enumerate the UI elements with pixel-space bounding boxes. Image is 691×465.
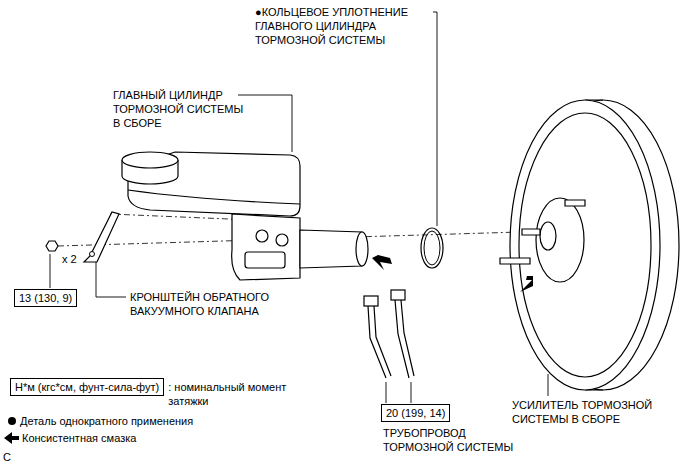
nut	[46, 241, 58, 251]
part-label: ●КОЛЬЦЕВОЕ УПЛОТНЕНИЕ ГЛАВНОГО ЦИЛИНДРА …	[255, 5, 430, 47]
torque-value: 13 (130, 9)	[19, 291, 72, 305]
boss	[245, 252, 285, 268]
reservoir-seam	[128, 190, 300, 204]
quantity-label: x 2	[62, 252, 77, 266]
o-ring	[421, 228, 443, 268]
bracket-hole	[90, 252, 95, 257]
booster-rim	[519, 113, 651, 377]
leader-line	[238, 95, 292, 152]
leader-line	[548, 374, 549, 396]
stud	[565, 200, 585, 206]
part-label: ГЛАВНЫЙ ЦИЛИНДР ТОРМОЗНОЙ СИСТЕМЫ В СБОР…	[113, 88, 251, 130]
port	[256, 230, 268, 242]
part-label: КРОНШТЕЙН ОБРАТНОГО ВАКУУМНОГО КЛАПАНА	[130, 290, 290, 318]
o-ring	[424, 231, 440, 265]
part-label: ТРУБОПРОВОД ТОРМОЗНОЙ СИСТЕМЫ	[383, 426, 515, 454]
stud	[522, 229, 540, 235]
reservoir-cap-top	[122, 152, 178, 168]
torque-box: 13 (130, 9)	[14, 289, 77, 307]
leader-line	[50, 254, 51, 288]
grease-arrow	[520, 276, 533, 292]
leader-line	[386, 382, 387, 403]
bracket	[84, 212, 119, 262]
stud	[500, 258, 530, 264]
cylinder-block	[232, 214, 300, 280]
pushrod-hole	[540, 222, 556, 250]
leader-line	[433, 12, 437, 226]
grease-arrow	[372, 255, 392, 270]
torque-box: 20 (199, 14)	[381, 404, 450, 422]
booster-front	[510, 100, 660, 390]
booster-boss	[536, 198, 584, 282]
leader-line	[411, 382, 412, 403]
legend-text: Консистентная смазка	[22, 431, 136, 445]
pipe-fitting	[391, 290, 405, 300]
leader-line	[96, 262, 126, 297]
brake-pipe	[368, 306, 386, 378]
figure-code: C	[3, 450, 11, 464]
cylinder-bore	[300, 230, 362, 268]
brake-pipe	[374, 306, 391, 376]
brake-pipe	[401, 300, 414, 376]
legend-text: : номинальный момент затяжки	[168, 380, 318, 408]
port	[276, 234, 288, 246]
pipe-fitting	[364, 296, 378, 306]
legend-text: Деталь однократного применения	[20, 414, 193, 428]
cylinder-end	[356, 232, 368, 266]
torque-value: Н*м (кгс*см, фунт-сила-фут)	[15, 380, 159, 394]
legend-dot-symbol	[8, 417, 16, 425]
part-label: УСИЛИТЕЛЬ ТОРМОЗНОЙ СИСТЕМЫ В СБОРЕ	[512, 398, 662, 426]
torque-box: Н*м (кгс*см, фунт-сила-фут)	[10, 378, 164, 396]
legend-arrow-symbol	[4, 432, 19, 444]
torque-value: 20 (199, 14)	[386, 406, 445, 420]
